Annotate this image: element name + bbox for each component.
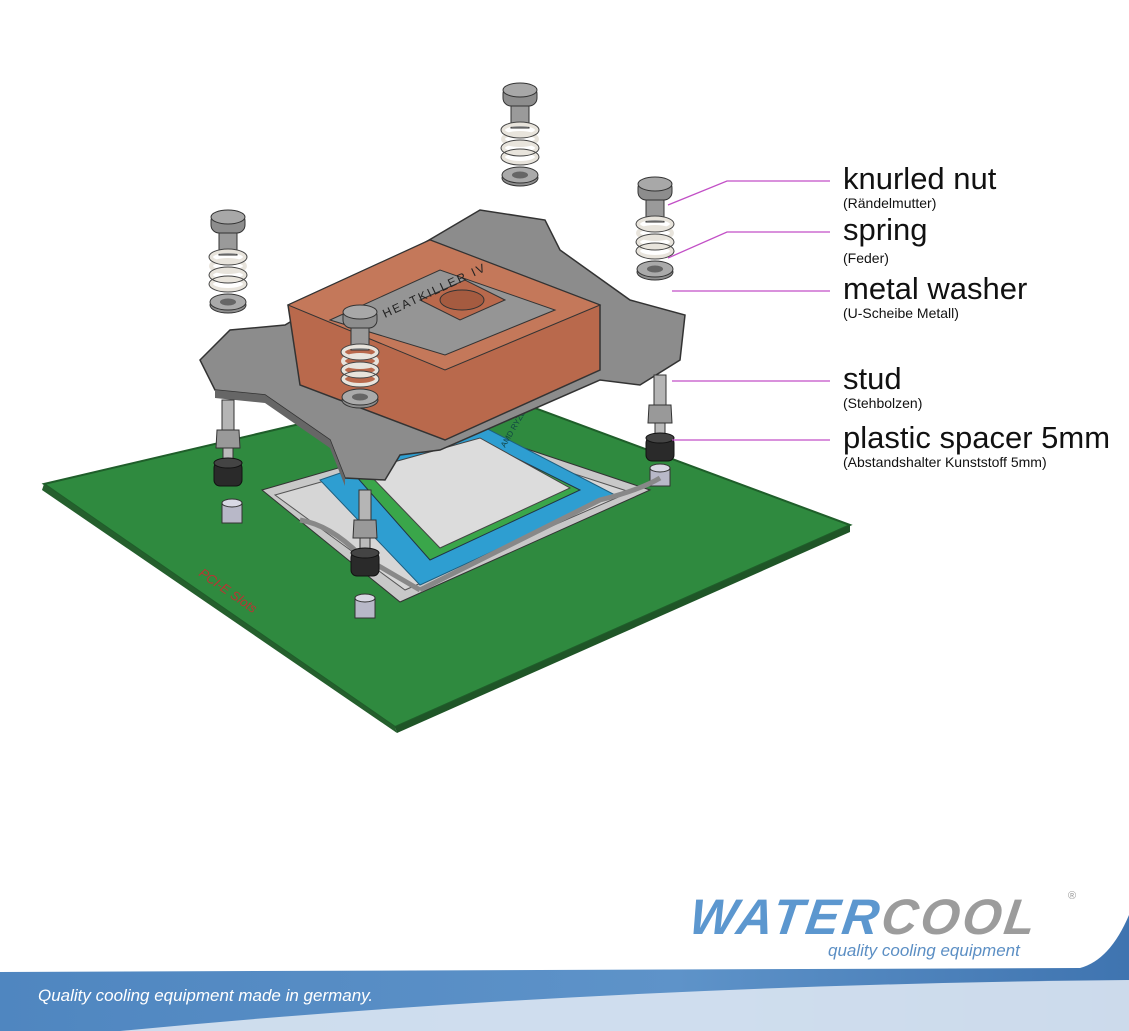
- board-standoff: [221, 498, 243, 524]
- knurled-nut-back: [499, 81, 541, 188]
- label-de: (U-Scheibe Metall): [843, 305, 959, 321]
- label-spring: spring (Feder): [843, 212, 928, 267]
- label-en: metal washer: [843, 271, 1028, 306]
- label-metal-washer: metal washer (U-Scheibe Metall): [843, 271, 1028, 322]
- stud-left: [213, 399, 243, 487]
- logo-cool: COOL: [877, 889, 1043, 945]
- label-de: (Rändelmutter): [843, 195, 937, 211]
- label-de: (Stehbolzen): [843, 395, 923, 411]
- logo-slogan: quality cooling equipment: [828, 941, 1020, 960]
- label-de: (Feder): [843, 250, 889, 266]
- knurled-nut-front: [339, 303, 381, 410]
- knurled-nut-right: [634, 175, 676, 282]
- board-standoff: [354, 593, 376, 619]
- leader-lines: [667, 180, 830, 441]
- stud-right: [645, 374, 675, 462]
- label-plastic-spacer: plastic spacer 5mm (Abstandshalter Kunst…: [843, 420, 1111, 471]
- label-knurled-nut: knurled nut (Rändelmutter): [843, 161, 997, 212]
- label-stud: stud (Stehbolzen): [843, 361, 923, 412]
- watercool-logo: WATERCOOL: [686, 888, 1042, 946]
- label-en: plastic spacer 5mm: [843, 420, 1111, 455]
- footer-tagline: Quality cooling equipment made in german…: [38, 986, 374, 1005]
- label-en: spring: [843, 212, 928, 247]
- registered-mark: ®: [1068, 890, 1077, 902]
- logo-water: WATER: [686, 889, 886, 945]
- label-en: stud: [843, 361, 902, 396]
- label-en: knurled nut: [843, 161, 997, 196]
- knurled-nut-left: [207, 208, 249, 315]
- label-de: (Abstandshalter Kunststoff 5mm): [843, 454, 1047, 470]
